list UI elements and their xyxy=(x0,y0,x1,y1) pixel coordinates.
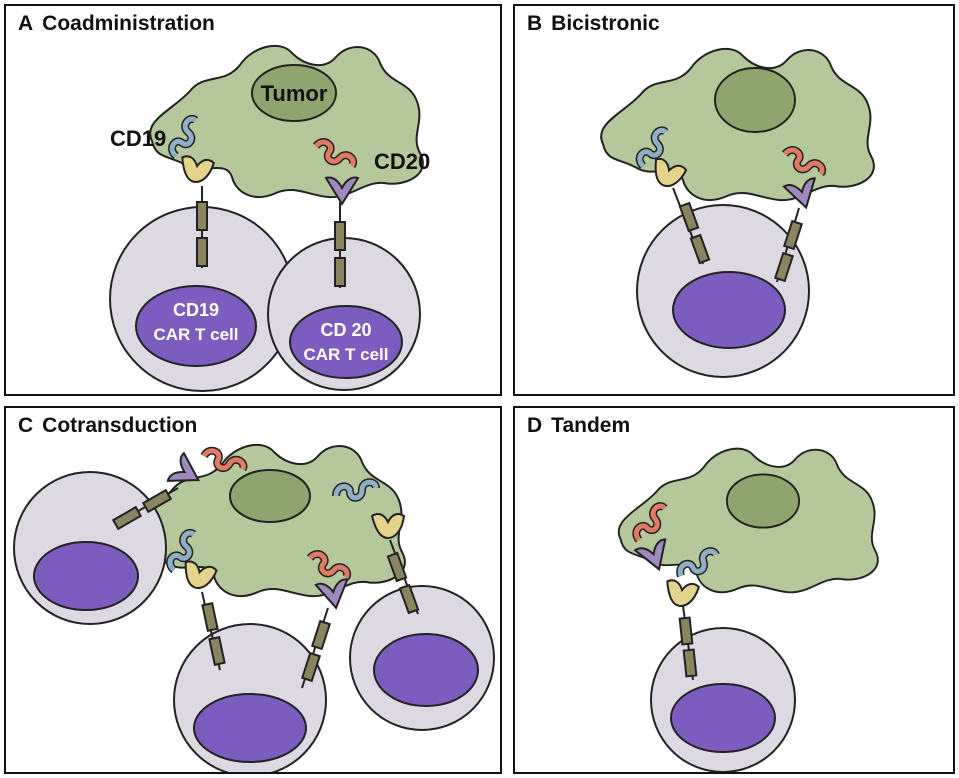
panel-title-text: Cotransduction xyxy=(42,414,198,437)
cd19-label: CD19 xyxy=(110,126,166,151)
panel-letter: B xyxy=(527,12,543,35)
car-stalk xyxy=(111,505,143,531)
car-stalk xyxy=(196,237,208,267)
panel-title: C Cotransduction xyxy=(18,414,197,438)
tumor-label: Tumor xyxy=(261,81,328,106)
bicistronic-diagram xyxy=(600,47,875,378)
car-t-cell-right xyxy=(336,482,495,731)
cd19-car-t-cell: CD19 CAR T cell xyxy=(109,154,295,392)
tumor-nucleus xyxy=(714,67,796,133)
panel-title-text: Bicistronic xyxy=(551,12,660,35)
cell-label-line1: CD 20 xyxy=(320,320,371,340)
t-cell-nucleus xyxy=(289,305,403,379)
t-cell-nucleus xyxy=(135,285,257,367)
panel-letter: A xyxy=(18,12,34,35)
car-stalk xyxy=(334,221,346,251)
panel-title-text: Coadministration xyxy=(42,12,215,35)
coadministration-diagram: Tumor CD19 CD20 CD19 CAR T cell xyxy=(109,44,430,392)
tandem-car-t-cell xyxy=(634,537,796,772)
tandem-diagram xyxy=(617,447,879,772)
car-stalk xyxy=(300,651,322,683)
panel-cotransduction: C Cotransduction xyxy=(4,406,502,774)
tumor-nucleus xyxy=(725,473,801,529)
cotransduction-diagram xyxy=(13,408,495,772)
car-stalk xyxy=(386,551,408,583)
car-stalk xyxy=(208,636,226,666)
car-t-cell-bottom xyxy=(163,531,351,772)
panel-letter: D xyxy=(527,414,543,437)
car-stalk xyxy=(201,602,219,632)
car-stalk xyxy=(678,201,700,233)
panel-tandem: D Tandem xyxy=(513,406,955,774)
cell-label-line2: CAR T cell xyxy=(303,345,388,364)
panel-title: B Bicistronic xyxy=(527,12,660,36)
cd20-car-t-cell: CD 20 CAR T cell xyxy=(267,176,421,391)
cd19-binder xyxy=(662,578,701,610)
car-stalk xyxy=(678,616,694,646)
tumor-cell xyxy=(617,447,879,594)
bispecific-car-t-cell xyxy=(636,156,823,378)
tumor-cell xyxy=(131,443,406,598)
panel-bicistronic: B Bicistronic xyxy=(513,4,955,396)
panel-title: D Tandem xyxy=(527,414,630,438)
car-stalk xyxy=(141,488,173,514)
car-stalk xyxy=(310,619,332,651)
tumor-nucleus xyxy=(251,64,337,122)
tumor-cell xyxy=(600,47,875,202)
cell-label-line2: CAR T cell xyxy=(153,325,238,344)
t-cell-nucleus xyxy=(373,633,479,707)
panel-letter: C xyxy=(18,414,34,437)
tumor-nucleus xyxy=(229,469,311,523)
tumor-cell: Tumor xyxy=(149,44,424,199)
car-stalk xyxy=(398,583,420,615)
t-cell-nucleus xyxy=(193,693,307,763)
cell-label-line1: CD19 xyxy=(173,300,219,320)
car-stalk xyxy=(682,648,698,678)
t-cell-nucleus xyxy=(670,683,776,753)
panel-title: A Coadministration xyxy=(18,12,215,36)
car-stalk xyxy=(196,201,208,231)
car-stalk xyxy=(689,233,711,265)
car-stalk xyxy=(334,257,346,287)
cd20-label: CD20 xyxy=(374,149,430,174)
panel-title-text: Tandem xyxy=(551,414,631,437)
t-cell-nucleus xyxy=(672,271,786,349)
t-cell-nucleus xyxy=(33,541,139,611)
panel-coadministration: A Coadministration Tumor CD19 CD20 CD19 C… xyxy=(4,4,502,396)
car-stalk xyxy=(773,251,795,283)
car-t-cell-left xyxy=(13,444,246,625)
car-stalk xyxy=(782,219,804,251)
